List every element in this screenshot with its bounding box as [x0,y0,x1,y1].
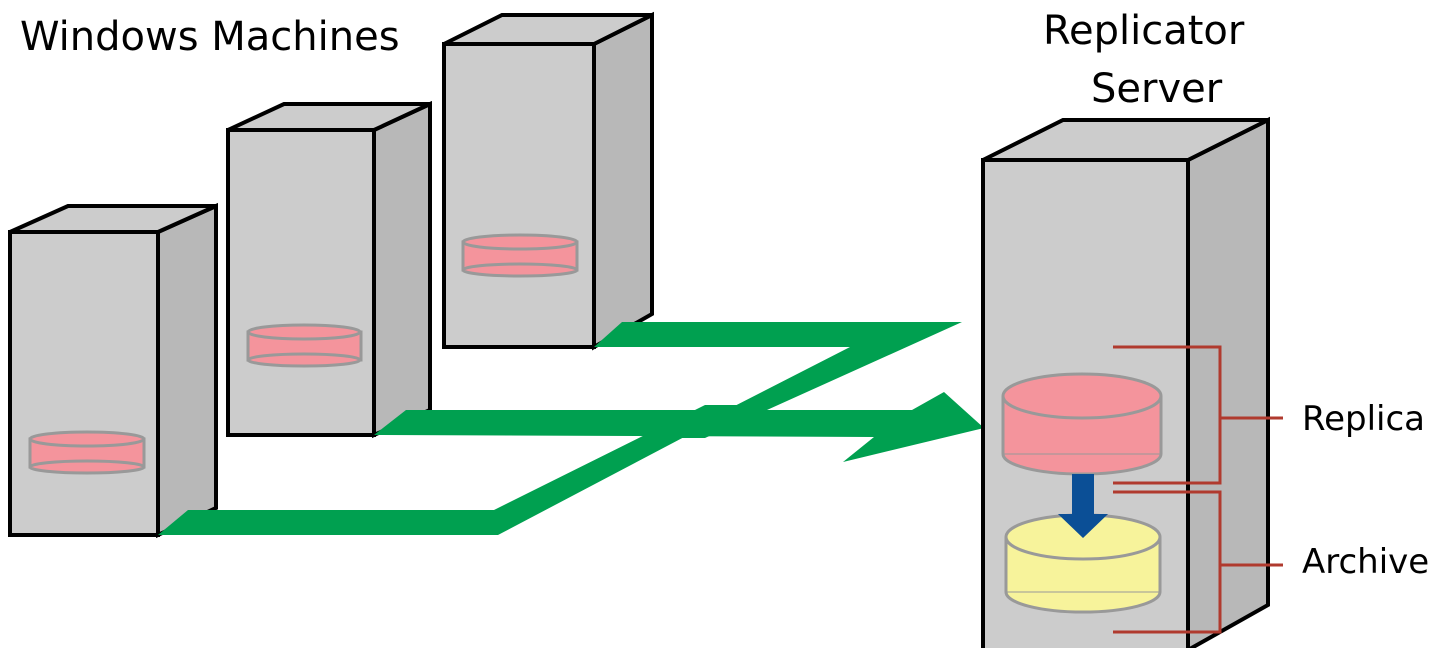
windows-machine-tower-1 [8,202,218,539]
windows-machine-disk-3 [461,233,579,278]
replicator-server-label-line1: Replicator [1043,8,1245,54]
windows-machine-tower-3 [442,11,654,351]
replication-flow-arrows [158,322,984,535]
replica-disk [1001,372,1163,476]
windows-machine-tower-2 [226,100,432,439]
flow-from-machine-3 [594,322,962,438]
flow-from-machine-1 [158,405,745,535]
windows-machine-disk-2 [246,323,363,368]
replica-label: Replica [1302,399,1426,439]
archive-bracket [1113,490,1283,634]
archive-label: Archive [1302,542,1429,582]
replica-bracket [1113,345,1283,485]
replica-to-archive-arrow [1058,474,1108,538]
windows-machine-disk-1 [28,430,146,475]
windows-machines-label: Windows Machines [20,14,400,60]
replicator-server-label-line2: Server [1091,66,1223,112]
